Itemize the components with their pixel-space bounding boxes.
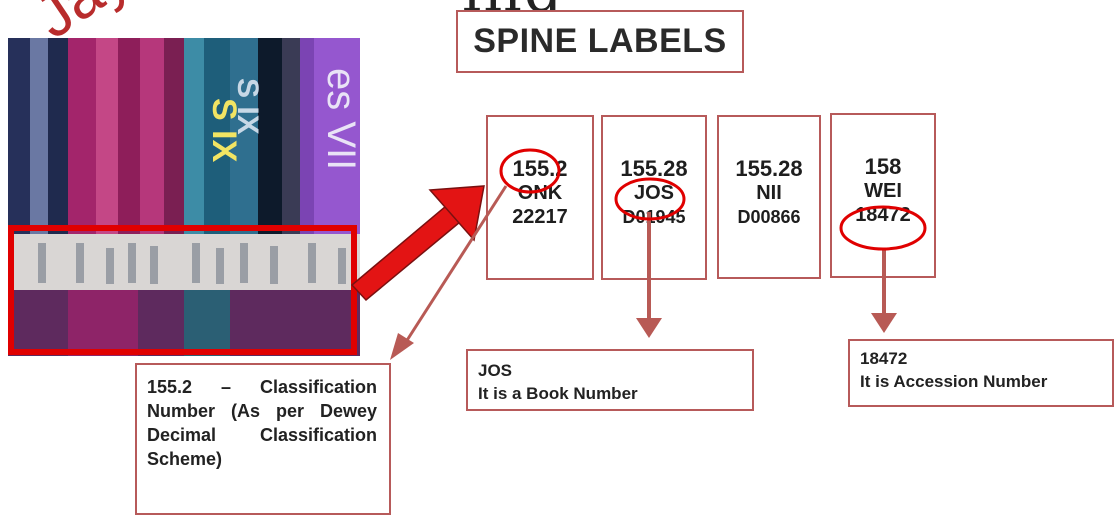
classification-number: 155.28 xyxy=(620,156,688,181)
accession-number: D01945 xyxy=(622,207,686,227)
classification-callout-text: 155.2 – Classification Number (As per De… xyxy=(147,377,377,469)
svg-text:S IX: S IX xyxy=(231,78,264,135)
book-number: ONK xyxy=(517,182,563,204)
classification-number: 155.28 xyxy=(735,156,803,181)
accession-number: D00866 xyxy=(737,207,801,227)
highlight-circle-book-number xyxy=(614,177,686,221)
classification-callout: 155.2 – Classification Number (As per De… xyxy=(135,363,391,515)
book-number-callout: JOS It is a Book Number xyxy=(466,349,754,411)
classification-connector xyxy=(390,185,508,360)
svg-text:S IX: S IX xyxy=(205,98,243,163)
spine-label-3: 155.28 NII D00866 xyxy=(717,115,821,279)
book-number-text: It is a Book Number xyxy=(478,384,638,403)
big-red-arrow xyxy=(350,185,485,302)
accession-arrow xyxy=(871,250,897,333)
book-number: WEI xyxy=(864,180,902,202)
bookshelf-photo: S IX S IX es VII xyxy=(8,38,360,356)
book-number: JOS xyxy=(633,182,675,204)
spine-label-1: 155.2 ONK 22217 xyxy=(486,115,594,280)
book-number-term: JOS xyxy=(478,361,513,380)
accession-term: 18472 xyxy=(860,349,908,368)
book-number-arrow xyxy=(636,212,662,338)
accession-number: 22217 xyxy=(512,206,568,228)
accession-text: It is Accession Number xyxy=(860,372,1048,391)
title-box: SPINE LABELS xyxy=(456,10,744,73)
book-number: NII xyxy=(756,182,782,204)
highlight-circle-accession xyxy=(839,205,927,251)
page-title: SPINE LABELS xyxy=(473,22,727,60)
accession-callout: 18472 It is Accession Number xyxy=(848,339,1114,407)
spine-label-2: 155.28 JOS D01945 xyxy=(601,115,707,280)
svg-text:es VII: es VII xyxy=(319,68,360,170)
classification-number: 158 xyxy=(864,154,902,179)
highlight-circle-classification xyxy=(499,148,561,194)
